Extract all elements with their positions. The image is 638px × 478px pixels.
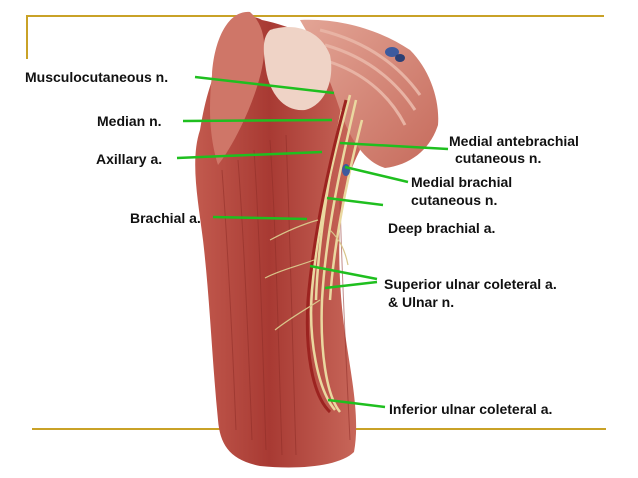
humeral-head — [263, 27, 332, 111]
leader-musculocutaneous — [194, 75, 335, 95]
label-deep-brachial: Deep brachial a. — [388, 220, 496, 236]
label-axillary: Axillary a. — [96, 151, 163, 167]
label-medial-antebrachial-line2: cutaneous n. — [455, 150, 542, 166]
leader-superior-ulnar-a — [309, 264, 378, 281]
label-brachial: Brachial a. — [130, 210, 201, 226]
label-median: Median n. — [97, 113, 162, 129]
label-medial-brachial-line2: cutaneous n. — [411, 192, 498, 208]
label-inferior-ulnar: Inferior ulnar coleteral a. — [389, 401, 553, 417]
label-superior-ulnar-line2: & Ulnar n. — [388, 294, 455, 310]
nerve-branches — [264, 219, 349, 331]
leader-deep-brachial — [326, 196, 384, 207]
vein-marker — [385, 47, 399, 57]
label-medial-antebrachial-line1: Medial antebrachial — [449, 133, 579, 149]
label-medial-brachial-line1: Medial brachial — [411, 174, 513, 190]
leader-median — [182, 118, 333, 123]
frame-top-line — [26, 15, 604, 17]
leader-lines — [176, 75, 449, 409]
label-musculocutaneous: Musculocutaneous n. — [25, 69, 169, 85]
vein-marker — [395, 54, 405, 62]
muscle-striations — [221, 134, 351, 456]
leader-superior-ulnar-b — [324, 280, 378, 290]
leader-medial-antebrachial — [339, 141, 449, 151]
vein-marker — [342, 164, 350, 176]
leader-axillary — [176, 150, 323, 160]
frame-left-line — [26, 15, 28, 59]
deltoid-muscle — [210, 11, 265, 165]
label-superior-ulnar-line1: Superior ulnar coleteral a. — [384, 276, 557, 292]
leader-medial-brachial — [344, 165, 409, 184]
leader-inferior-ulnar — [327, 398, 386, 409]
vessel-bundle — [305, 99, 348, 414]
leader-brachial — [212, 215, 308, 221]
